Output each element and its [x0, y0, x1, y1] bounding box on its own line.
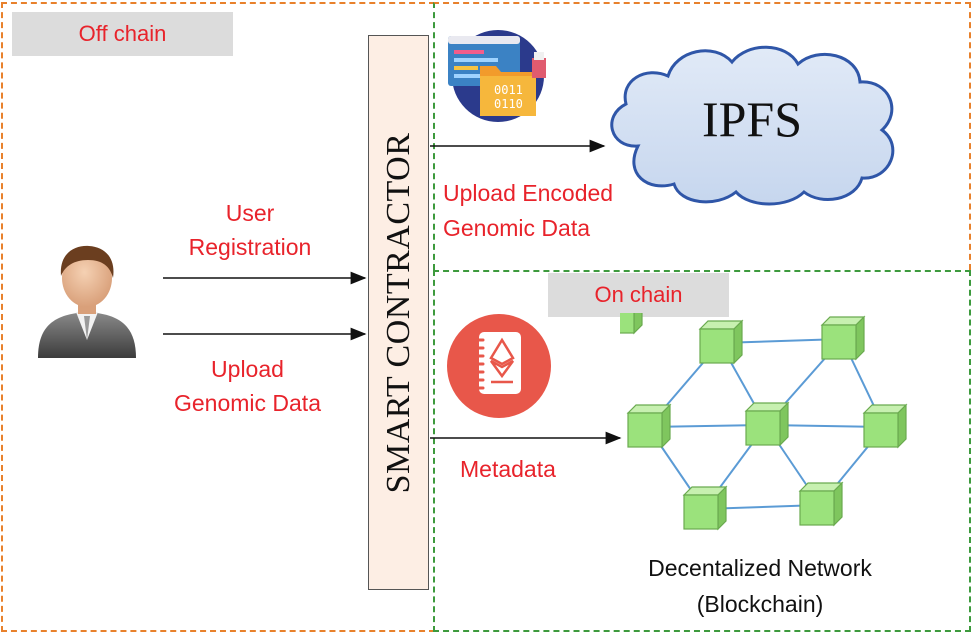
ethereum-ledger-icon — [447, 314, 551, 418]
blockchain-network — [620, 313, 907, 530]
blockchain-block-icon — [620, 313, 643, 335]
on-chain-tag: On chain — [548, 273, 729, 317]
upload-genomic-line2: Genomic Data — [173, 390, 321, 416]
user-registration-line1: User — [225, 200, 275, 226]
off-chain-label: Off chain — [78, 21, 167, 46]
data-files-icon: 0011 0110 — [448, 30, 546, 122]
ipfs-cloud-icon — [610, 45, 895, 206]
on-chain-label: On chain — [594, 282, 683, 307]
user-registration-label: User Registration — [150, 196, 350, 264]
user-avatar-icon — [38, 245, 136, 358]
upload-encoded-line1: Upload Encoded — [443, 180, 614, 206]
smart-contract-bar: SMART CONTRACTOR — [368, 35, 429, 590]
metadata-label: Metadata — [460, 456, 556, 482]
network-label-line2: (Blockchain) — [696, 591, 824, 617]
off-chain-tag: Off chain — [12, 12, 233, 56]
upload-genomic-label: Upload Genomic Data — [145, 352, 350, 420]
user-registration-line2: Registration — [188, 234, 312, 260]
on-chain-region — [433, 270, 971, 632]
network-label: Decentalized Network (Blockchain) — [600, 550, 920, 622]
ipfs-region — [433, 2, 971, 270]
svg-text:0011: 0011 — [494, 83, 523, 97]
upload-encoded-label: Upload Encoded Genomic Data — [443, 176, 678, 246]
smart-contract-label: SMART CONTRACTOR — [379, 132, 417, 493]
off-chain-region — [1, 2, 435, 632]
network-label-line1: Decentalized Network — [648, 555, 872, 581]
upload-encoded-line2: Genomic Data — [443, 215, 591, 241]
svg-text:0110: 0110 — [494, 97, 523, 111]
ipfs-label: IPFS — [701, 91, 803, 147]
upload-genomic-line1: Upload — [211, 356, 284, 382]
